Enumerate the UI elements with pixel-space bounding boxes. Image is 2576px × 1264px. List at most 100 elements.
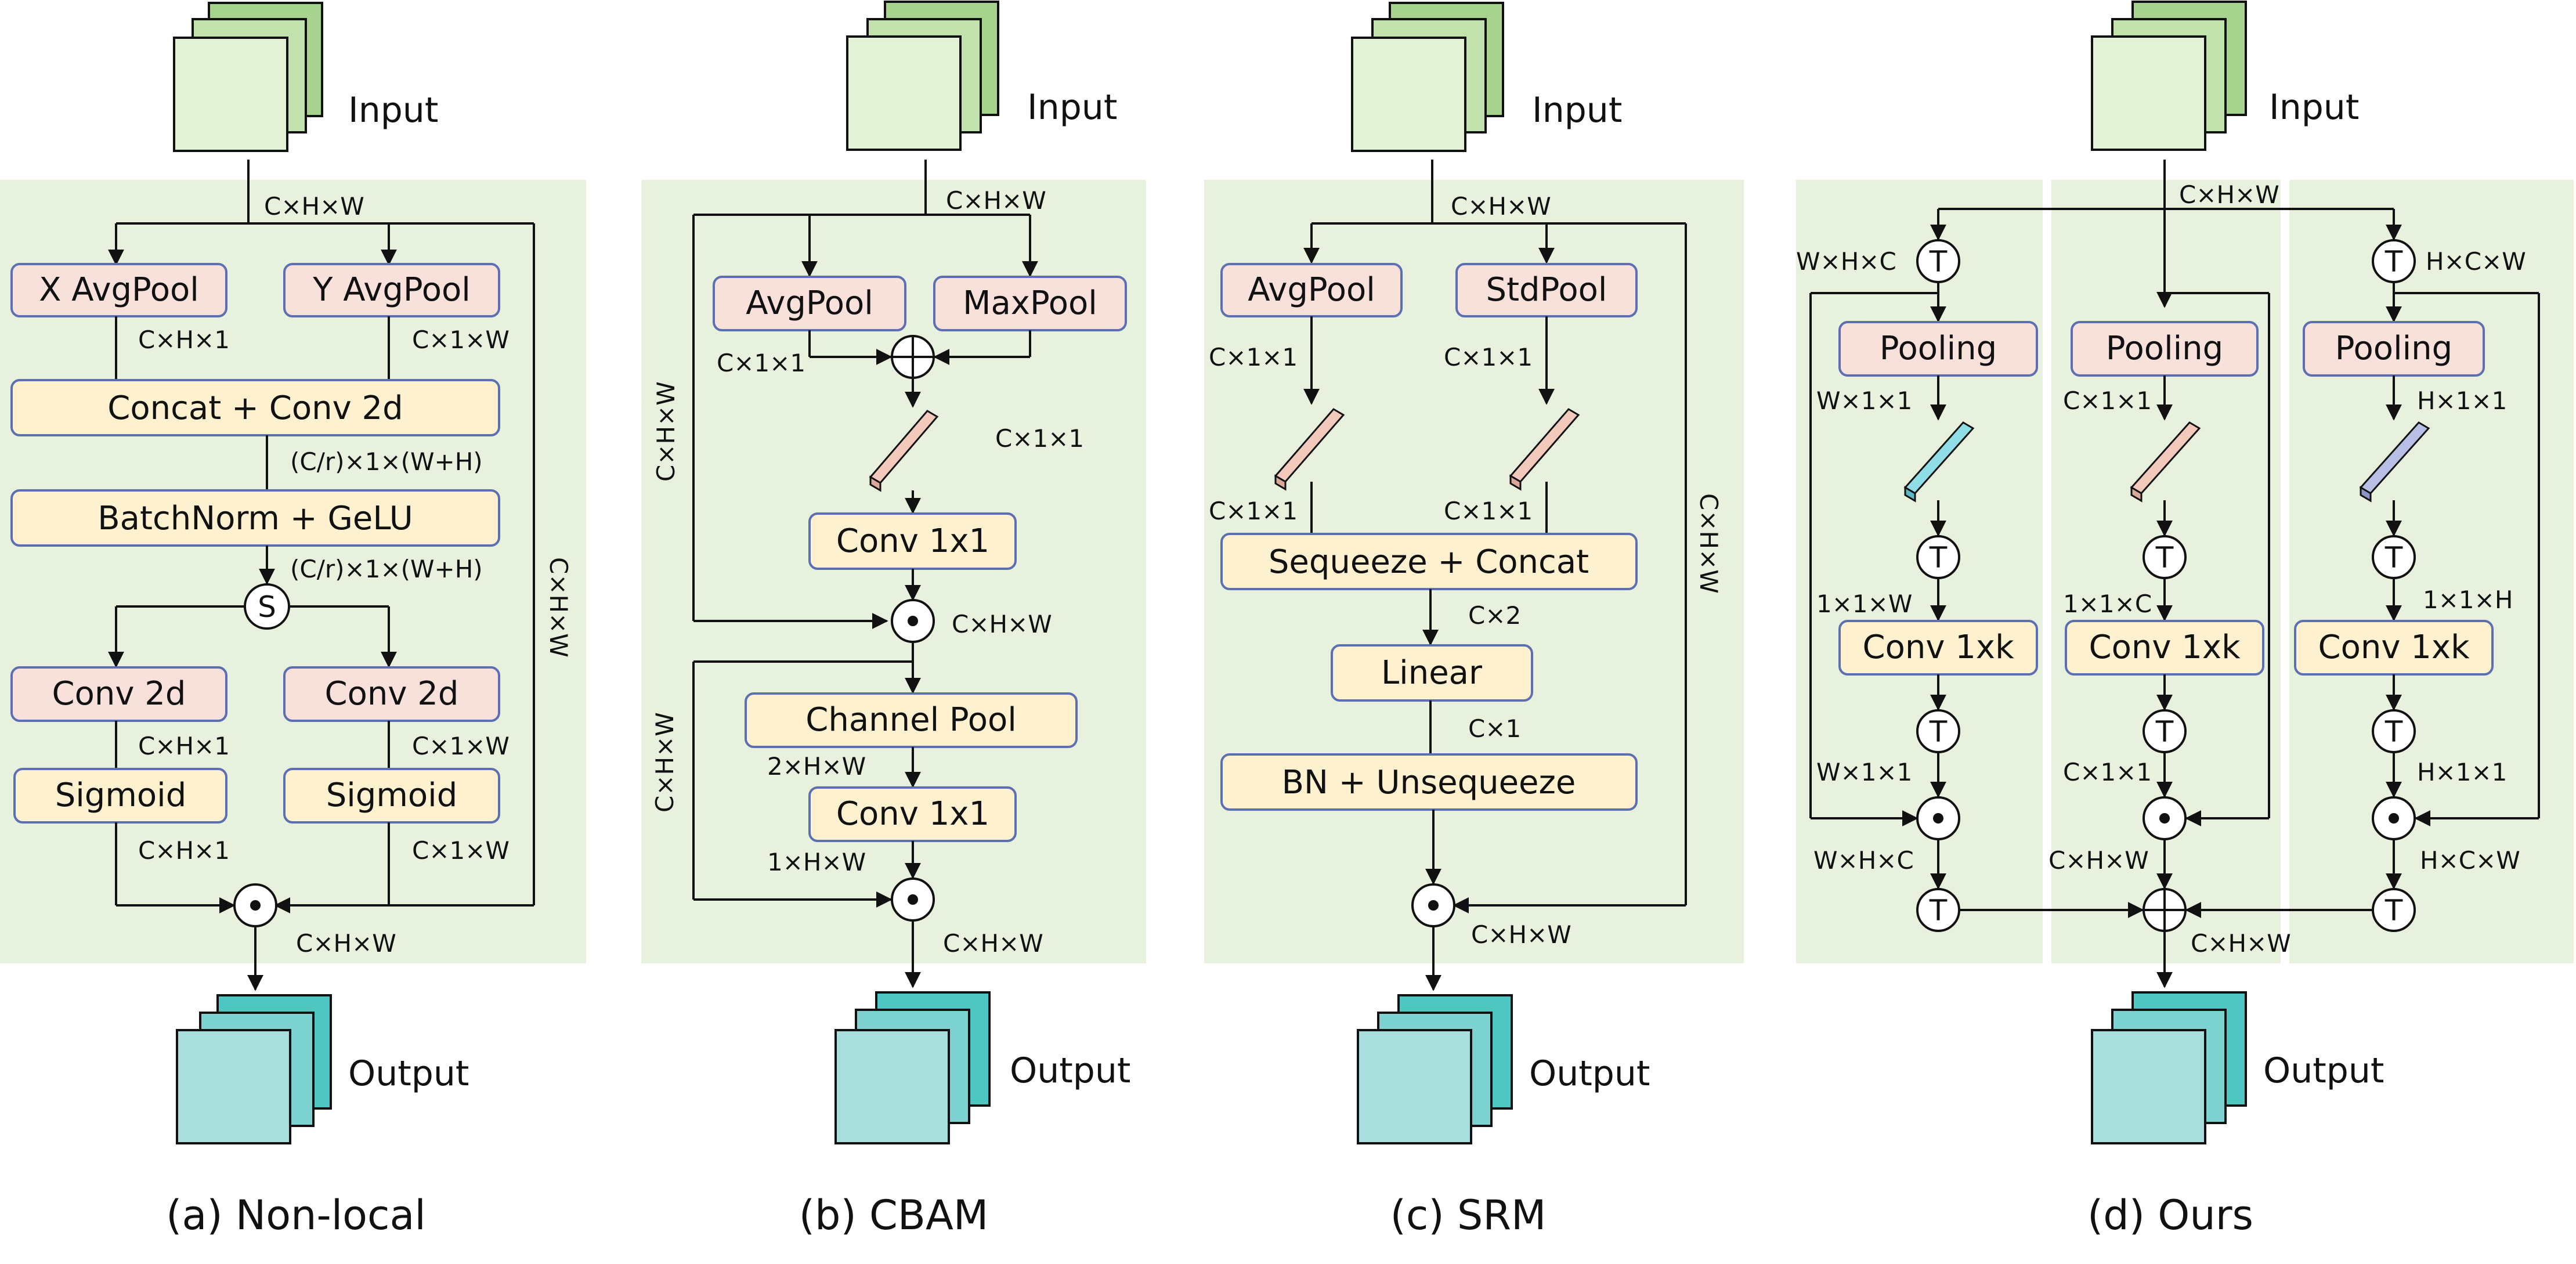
label-d-whc-2: W×H×C (1813, 846, 1914, 875)
squeeze-concat-box (1220, 533, 1638, 590)
conv2d-right-label: Conv 2d (325, 675, 459, 713)
label-a-chw-top: C×H×W (264, 192, 364, 221)
conv2d-left-label: Conv 2d (52, 675, 186, 713)
linear-label: Linear (1381, 654, 1483, 692)
conv1xk-d2-label: Conv 1xk (2089, 629, 2241, 666)
caption-d: (d) Ours (2087, 1191, 2253, 1239)
caption-c: (c) SRM (1390, 1191, 1547, 1239)
transpose-d1-bottom-symbol: T (1929, 894, 1948, 927)
panel-c: C×H×W C×H×W AvgPool StdPool C×1×1 C×1×1 … (1209, 160, 1723, 991)
label-d-h11-2: H×1×1 (2417, 758, 2507, 786)
sigmoid-right-box (283, 768, 500, 824)
label-d-chw-mid: C×H×W (2048, 846, 2149, 875)
label-c-c11-left: C×1×1 (1209, 343, 1298, 371)
conv1x1-b-top-label: Conv 1x1 (836, 522, 989, 560)
label-b-chw-mid: C×H×W (952, 610, 1052, 638)
label-c-chw-side: C×H×W (1695, 493, 1723, 594)
label-d-11w: 1×1×W (1816, 590, 1912, 618)
multiply-dot-a (250, 900, 261, 911)
label-d-11h: 1×1×H (2423, 586, 2513, 614)
y-avgpool-label: Y AvgPool (312, 271, 471, 309)
label-c-c2: C×2 (1468, 601, 1521, 630)
label-d-w11-2: W×1×1 (1816, 758, 1912, 786)
transpose-d2-mid-symbol: T (2155, 541, 2174, 575)
label-b-chw-side-1: C×H×W (652, 381, 680, 482)
output-label-a: Output (348, 1053, 469, 1094)
label-d-w11-1: W×1×1 (1816, 387, 1912, 415)
conv1xk-d1-label: Conv 1xk (1863, 629, 2015, 666)
label-a-ch1: C×H×1 (138, 326, 230, 354)
label-b-2hw: 2×H×W (767, 752, 866, 781)
transpose-d3-top-symbol: T (2384, 245, 2403, 279)
label-b-chw-side-2: C×H×W (651, 712, 679, 812)
label-b-c11-2: C×1×1 (995, 424, 1084, 453)
split-operator-symbol: S (258, 590, 276, 624)
input-tensor-stack-d (2091, 1, 2247, 151)
x-avgpool-box (10, 263, 227, 317)
sigmoid-right-label: Sigmoid (326, 777, 458, 814)
input-label-d: Input (2269, 87, 2359, 128)
y-avgpool-box (283, 263, 500, 317)
caption-a: (a) Non-local (166, 1191, 426, 1239)
label-c-c11-right-2: C×1×1 (1444, 497, 1533, 525)
panel-d3-background (2289, 180, 2574, 963)
x-avgpool-label: X AvgPool (39, 271, 199, 309)
output-label-d: Output (2263, 1050, 2384, 1091)
output-label-c: Output (1529, 1053, 1650, 1094)
batchnorm-gelu-box (10, 489, 500, 547)
label-a-c1w-3: C×1×W (412, 836, 510, 865)
output-label-b: Output (1010, 1050, 1130, 1091)
channel-pool-label: Channel Pool (805, 701, 1017, 739)
label-b-c11-1: C×1×1 (717, 349, 805, 377)
label-c-c11-right: C×1×1 (1444, 343, 1533, 371)
input-tensor-stack-a (173, 2, 323, 152)
label-d-11c: 1×1×C (2063, 590, 2152, 618)
label-a-ch1-3: C×H×1 (138, 836, 230, 865)
panel-d: C×H×W T W×H×C Pooling W×1×1 T 1×1×W Conv… (1796, 160, 2540, 988)
output-tensor-stack-c (1357, 994, 1513, 1144)
label-d-hcw-1: H×C×W (2426, 247, 2526, 276)
caption-b: (b) CBAM (799, 1191, 988, 1239)
maxpool-b-label: MaxPool (963, 284, 1097, 322)
bn-unsqueeze-label: BN + Unsequeeze (1282, 764, 1576, 801)
output-tensor-stack-b (834, 991, 991, 1144)
label-a-crwh-2: (C/r)×1×(W+H) (290, 555, 483, 583)
label-c-chw-out: C×H×W (1471, 920, 1571, 949)
panel-b: C×H×W C×H×W AvgPool MaxPool C×1×1 C×1×1 … (651, 160, 1127, 988)
label-c-chw-top: C×H×W (1451, 192, 1551, 221)
conv1xk-d3-label: Conv 1xk (2318, 629, 2470, 666)
transpose-d2-lower-symbol: T (2155, 715, 2174, 749)
input-label-c: Input (1532, 90, 1622, 131)
label-d-c11-1: C×1×1 (2063, 387, 2152, 415)
batchnorm-gelu-label: BatchNorm + GeLU (97, 500, 413, 537)
pooling-d2-label: Pooling (2106, 330, 2223, 367)
linear-box (1331, 644, 1533, 702)
transpose-d3-bottom-symbol: T (2384, 894, 2403, 927)
label-b-chw-out: C×H×W (943, 929, 1043, 958)
label-b-1hw: 1×H×W (767, 848, 866, 876)
pooling-d3-label: Pooling (2335, 330, 2452, 367)
label-d-chw-top: C×H×W (2179, 180, 2279, 209)
conv2d-right-box (283, 666, 500, 722)
label-d-whc-1: W×H×C (1796, 247, 1896, 276)
squeeze-concat-label: Sequeeze + Concat (1269, 543, 1589, 581)
bn-unsqueeze-box (1220, 753, 1638, 811)
label-a-c1w-2: C×1×W (412, 732, 510, 760)
panel-d1-background (1796, 180, 2043, 963)
label-a-chw-out: C×H×W (296, 929, 396, 958)
label-d-h11-1: H×1×1 (2417, 387, 2507, 415)
avgpool-c-label: AvgPool (1248, 271, 1375, 309)
label-d-hcw-2: H×C×W (2420, 846, 2520, 875)
panel-a: C×H×W C×H×W X AvgPool Y AvgPool C×H×1 C×… (10, 160, 573, 991)
sigmoid-left-label: Sigmoid (55, 777, 187, 814)
label-c-c1: C×1 (1468, 714, 1521, 743)
transpose-d3-mid-symbol: T (2384, 541, 2403, 575)
output-tensor-stack-d (2091, 991, 2247, 1144)
channel-pool-box (745, 692, 1078, 748)
label-b-chw-top: C×H×W (946, 186, 1046, 215)
label-d-chw-out: C×H×W (2191, 929, 2291, 958)
pooling-d1-label: Pooling (1880, 330, 1997, 367)
stdpool-c-label: StdPool (1486, 271, 1607, 309)
conv2d-left-box (10, 666, 227, 722)
concat-conv2d-label: Concat + Conv 2d (107, 389, 403, 427)
